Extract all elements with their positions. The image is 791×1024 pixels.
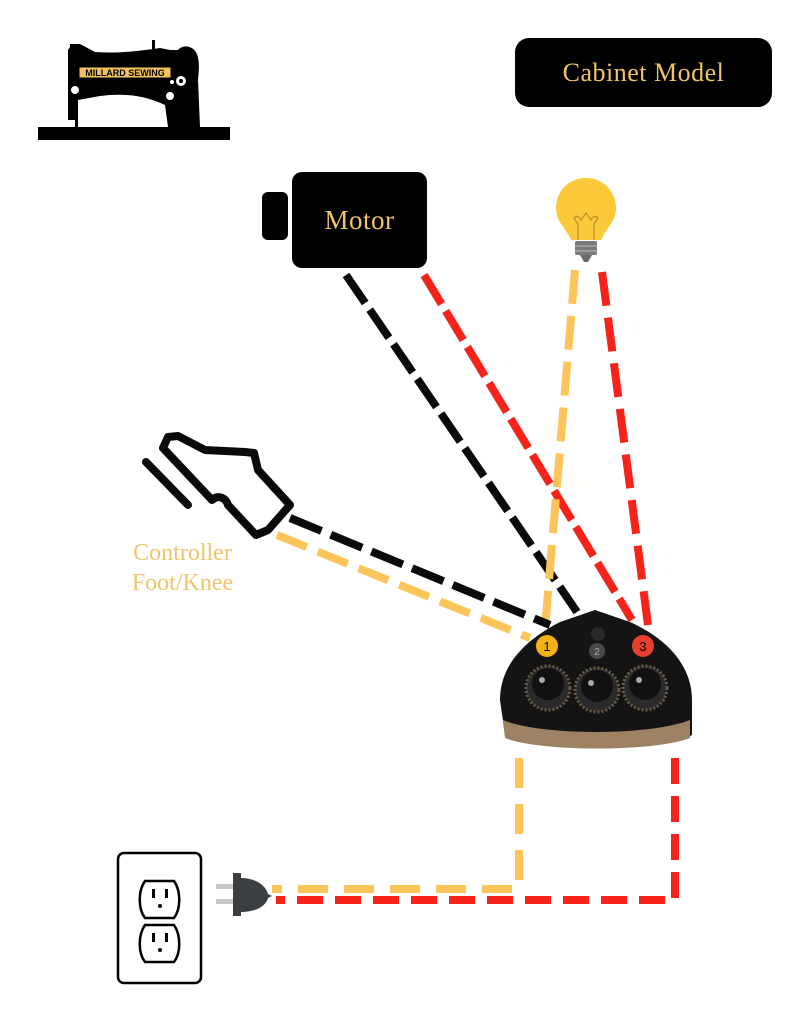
control-knobs <box>524 664 669 714</box>
model-badge: Cabinet Model <box>515 38 772 107</box>
wire-motor-black <box>342 272 581 615</box>
wire-controller-black <box>288 514 552 629</box>
wall-outlet-icon <box>116 851 203 985</box>
svg-text:3: 3 <box>639 639 646 654</box>
wire-plug-red <box>276 758 679 904</box>
wire-light-red <box>598 271 652 626</box>
wire-motor-red <box>420 272 636 623</box>
motor-end-cap <box>262 192 288 240</box>
light-bulb-icon <box>556 178 616 262</box>
outlet-socket-bottom <box>138 923 181 964</box>
wire-controller-yellow <box>275 531 532 642</box>
terminal-2: 2 <box>589 643 605 659</box>
wire-light-yellow <box>541 269 579 629</box>
foot-pedal-icon <box>142 432 294 539</box>
svg-text:2: 2 <box>594 647 600 658</box>
controller-label-line1: Controller <box>133 540 232 566</box>
model-badge-label: Cabinet Model <box>562 57 725 87</box>
outlet-socket-top <box>138 879 181 920</box>
sewing-machine-icon: MILLARD SEWING <box>38 40 230 140</box>
logo-brand-text: MILLARD SEWING <box>85 68 165 78</box>
controller-label-line2: Foot/Knee <box>131 570 234 596</box>
wire-plug-yellow <box>272 758 523 893</box>
controller-label: Controller Foot/Knee <box>110 538 255 598</box>
terminal-3: 3 <box>632 635 654 657</box>
terminal-block-icon: 1 2 3 <box>500 610 692 749</box>
motor-label: Motor <box>324 204 395 235</box>
motor-icon: Motor <box>292 172 427 268</box>
terminal-1: 1 <box>536 635 558 657</box>
power-plug-icon <box>216 873 272 916</box>
svg-text:1: 1 <box>543 639 550 654</box>
